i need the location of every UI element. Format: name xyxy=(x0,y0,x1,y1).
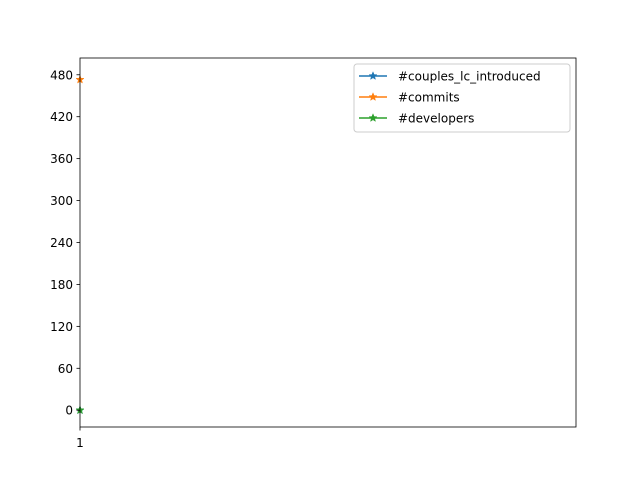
legend-marker xyxy=(368,92,378,101)
y-tick-label: 0 xyxy=(65,404,73,418)
legend-label: #developers xyxy=(398,112,474,126)
y-tick-label: 180 xyxy=(50,278,73,292)
y-tick-label: 240 xyxy=(50,236,73,250)
y-tick-label: 420 xyxy=(50,110,73,124)
x-axis: 1 xyxy=(76,427,84,450)
legend-marker xyxy=(368,71,378,80)
y-tick-label: 360 xyxy=(50,152,73,166)
plot-frame xyxy=(79,57,577,428)
y-tick-label: 300 xyxy=(50,194,73,208)
y-tick-label: 120 xyxy=(50,320,73,334)
x-tick-label: 1 xyxy=(76,436,84,450)
legend-label: #couples_lc_introduced xyxy=(398,70,541,84)
y-tick-label: 60 xyxy=(58,362,73,376)
y-tick-label: 480 xyxy=(50,68,73,82)
legend-box xyxy=(353,63,571,133)
legend-marker xyxy=(368,113,378,122)
legend: #couples_lc_introduced #commits #developer… xyxy=(353,63,571,133)
legend-label: #commits xyxy=(398,91,460,105)
y-axis: 0 60 120 180 240 300 360 420 480 xyxy=(50,68,80,418)
